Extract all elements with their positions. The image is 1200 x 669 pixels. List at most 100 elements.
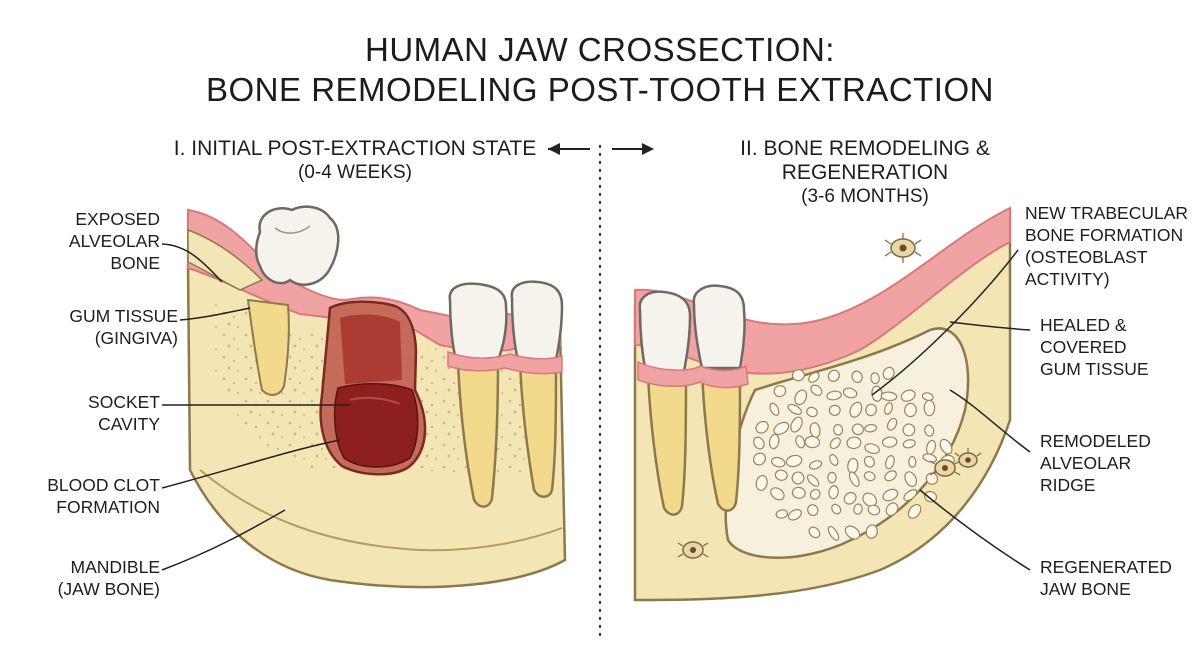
trabecular-cell [755, 474, 768, 492]
trabecular-cell [864, 423, 878, 433]
trabecular-cell [809, 488, 821, 500]
trabecular-cell [904, 471, 918, 487]
trabecular-pattern [753, 366, 955, 541]
trabecular-cell [846, 436, 862, 450]
trabecular-cell [787, 509, 802, 521]
trabecular-cell [882, 488, 899, 502]
trabecular-cell [770, 456, 786, 468]
right-premolar-1 [638, 290, 692, 516]
trabecular-cell [862, 492, 878, 507]
trabecular-cell [808, 460, 823, 470]
trabecular-cell [833, 424, 844, 436]
trabecular-cell [753, 452, 766, 466]
trabecular-cell [774, 469, 788, 481]
trabecular-cell [865, 403, 877, 417]
trabecular-cell [924, 424, 935, 437]
left-premolar-2 [510, 280, 564, 498]
trabecular-cell [775, 509, 789, 519]
trabecular-cell [828, 404, 841, 416]
trabecular-cell [807, 504, 819, 517]
trabecular-cell [903, 489, 918, 502]
trabecular-cell [791, 486, 806, 499]
trabecular-cell [844, 525, 861, 540]
trabecular-cell [924, 490, 938, 503]
trabecular-cell [848, 471, 860, 487]
right-jaw-section [633, 206, 1012, 602]
label-exposed-alveolar-bone: EXPOSED ALVEOLAR BONE [68, 209, 160, 273]
trabecular-cell [939, 438, 953, 455]
right-leader-lines [871, 249, 1031, 571]
trabecular-cell [773, 421, 790, 436]
diagram-title: HUMAN JAW CROSSECTION: BONE REMODELING P… [0, 30, 1200, 110]
trabecular-cell [851, 370, 863, 384]
right-panel-heading: II. BONE REMODELING & REGENERATION (3-6 … [660, 137, 1070, 209]
label-gum-tissue: GUM TISSUE (GINGIVA) [69, 306, 178, 348]
trabecular-cell [829, 454, 839, 466]
trabecular-cell [884, 470, 897, 482]
trabecular-cell [884, 402, 893, 415]
label-healed-gum-tissue: HEALED & COVERED GUM TISSUE [1040, 315, 1149, 379]
title-line-1: HUMAN JAW CROSSECTION: [365, 31, 835, 68]
trabecular-cell [753, 436, 765, 450]
osteoblast-cell [929, 459, 961, 477]
osteoblast-cell [677, 541, 709, 559]
trabecular-cell [886, 417, 898, 431]
trabecular-cell [826, 390, 842, 401]
left-jaw-section [186, 205, 567, 589]
trabecular-cell [851, 423, 864, 436]
trabecular-cell [908, 456, 917, 468]
trabecular-cell [922, 453, 938, 463]
trabecular-cell [790, 416, 803, 433]
trabecular-cell [827, 471, 837, 484]
left-root-fragment [246, 298, 290, 396]
blood-clot [333, 382, 419, 468]
trabecular-cell [904, 402, 917, 418]
trabecular-cell [808, 526, 821, 539]
label-socket-cavity: SOCKET CAVITY [88, 392, 160, 434]
trabecular-cell [853, 503, 863, 515]
right-panel-subtitle: (3-6 MONTHS) [801, 186, 929, 207]
trabecular-cell [791, 471, 805, 485]
trabecular-cell [867, 504, 881, 516]
trabecular-cell [863, 455, 875, 468]
trabecular-cell [902, 439, 916, 449]
title-line-2: BONE REMODELING POST-TOOTH EXTRACTION [206, 71, 994, 108]
trabecular-cell [923, 399, 936, 417]
left-panel-subtitle: (0-4 WEEKS) [297, 162, 413, 183]
osteoblast-cell [954, 448, 982, 468]
trabecular-cell [921, 392, 934, 401]
trabecular-cell [755, 420, 769, 434]
right-premolar-2 [692, 284, 746, 512]
trabecular-cell [827, 525, 840, 541]
trabecular-cell [785, 454, 803, 468]
osteoblast-cell [884, 233, 922, 263]
trabecular-cell [925, 472, 939, 485]
left-premolar-1 [448, 282, 508, 508]
trabecular-cell [843, 491, 857, 505]
trabecular-cell [828, 485, 839, 500]
left-panel-title: I. INITIAL POST-EXTRACTION STATE [173, 137, 537, 160]
transition-arrows [548, 143, 654, 155]
trabecular-cell [769, 402, 780, 416]
trabecular-cell [881, 436, 898, 448]
trabecular-cell [882, 366, 895, 381]
trabecular-cell [804, 435, 821, 449]
trabecular-cell [768, 433, 780, 450]
label-remodeled-alveolar-ridge: REMODELED ALVEOLAR RIDGE [1040, 431, 1151, 495]
trabecular-cell [810, 384, 823, 396]
extracted-molar [255, 205, 340, 286]
trabecular-cell [900, 389, 916, 402]
trabecular-cell [902, 423, 916, 437]
label-blood-clot: BLOOD CLOT FORMATION [47, 475, 160, 517]
trabecular-cell [907, 503, 922, 519]
trabecular-cell [773, 385, 787, 398]
trabecular-cell [842, 387, 858, 399]
trabecular-cell [849, 401, 863, 418]
trabecular-cell [827, 369, 840, 382]
trabecular-cell [795, 435, 806, 449]
trabecular-cell [865, 524, 878, 539]
trabecular-cell [885, 502, 899, 517]
trabecular-cell [870, 372, 880, 385]
trabecular-cell [770, 487, 785, 501]
right-panel-title: II. BONE REMODELING & REGENERATION [740, 137, 990, 184]
